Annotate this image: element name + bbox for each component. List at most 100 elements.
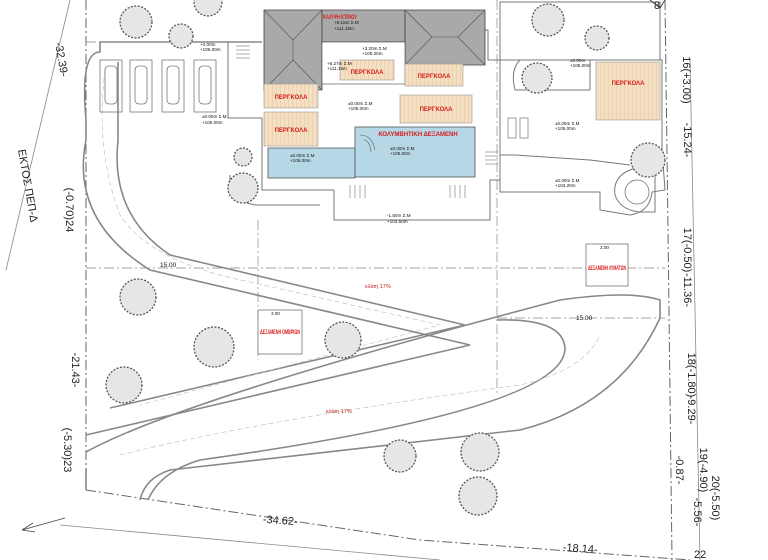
building-roof-right xyxy=(404,9,486,66)
svg-text:+6.27m Σ.Μ: +6.27m Σ.Μ xyxy=(327,61,352,66)
pergola-label-2: ΠΕΡΓΚΟΛΑ xyxy=(351,70,385,76)
sewage-tank-size: 3.00 xyxy=(600,245,609,250)
tree-icon xyxy=(119,5,153,39)
north-arrow-icon xyxy=(649,0,666,9)
level-annotations: +8.15m Σ.Μ +111.15m +2.00m +105.00m +3.2… xyxy=(200,20,591,224)
parking-space xyxy=(129,59,153,113)
svg-text:+2.00m: +2.00m xyxy=(200,42,216,47)
tree-icon xyxy=(521,62,553,94)
svg-text:±0.00m Σ.Μ: ±0.00m Σ.Μ xyxy=(348,101,373,106)
right-terrace-outline xyxy=(499,59,666,216)
pergola-label-1: ΠΕΡΓΚΟΛΑ xyxy=(275,95,309,101)
plot-boundary-right xyxy=(664,0,673,560)
lounger xyxy=(519,117,529,139)
pool-steps xyxy=(359,134,376,153)
dim-bottom-1: -34.62- xyxy=(262,514,298,528)
svg-text:±0.00m: ±0.00m xyxy=(570,58,585,63)
dim-right-3: 17(-0.50) xyxy=(681,228,693,273)
parking-space xyxy=(99,59,123,113)
car-icon xyxy=(104,65,118,105)
svg-text:+111.15m: +111.15m xyxy=(327,66,347,71)
road-slope-1: κλίση 17% xyxy=(365,284,391,290)
svg-text:+105.00m: +105.00m xyxy=(200,47,221,52)
svg-text:+105.00m: +105.00m xyxy=(348,106,369,111)
tree-icon xyxy=(383,439,417,473)
pergola-4 xyxy=(263,111,319,147)
tree-icon xyxy=(193,326,235,368)
driveway-outer xyxy=(82,41,471,436)
tree-icon xyxy=(584,25,610,51)
parking-area xyxy=(99,59,217,113)
svg-text:+8.15m Σ.Μ: +8.15m Σ.Μ xyxy=(334,20,359,25)
pergola-6 xyxy=(595,61,661,121)
road-slope-2: κλίση 17% xyxy=(326,409,352,415)
driveway-lower xyxy=(85,319,566,501)
svg-text:+105.00m: +105.00m xyxy=(290,158,311,163)
dim-right-10: -5.56- xyxy=(691,498,703,527)
car-icon xyxy=(134,65,148,105)
sewage-tank-label: ΔΕΞΑΜΕΝΗ ΛΥΜΑΤΩΝ xyxy=(588,266,626,272)
rain-tank xyxy=(257,309,303,355)
dim-right-5: 18(-1.80) xyxy=(685,353,697,398)
svg-text:+105.20m: +105.20m xyxy=(362,51,383,56)
top-right-yard xyxy=(499,1,661,61)
roof-ridge xyxy=(404,36,433,66)
dim-left-3: -21.43- xyxy=(69,353,81,388)
pool-label: ΚΟΛΥΜΒΗΤΙΚΗ ΔΕΞΑΜΕΝΗ xyxy=(378,132,457,138)
tree-icon xyxy=(324,321,362,359)
driveway-lower-outer xyxy=(85,294,661,501)
driveway-center-line-2 xyxy=(119,334,601,456)
parking-space xyxy=(193,59,217,113)
dim-left-1: -32.39- xyxy=(52,41,70,78)
svg-text:+105.00m: +105.00m xyxy=(555,126,576,131)
dim-right-7: -0.87- xyxy=(673,456,685,485)
dim-left-2: (-0.70)24 xyxy=(63,188,75,233)
tree-icon xyxy=(168,23,194,49)
svg-text:±0.00m Σ.Μ: ±0.00m Σ.Μ xyxy=(290,153,315,158)
tree-icon xyxy=(119,278,157,316)
tree-icon xyxy=(193,0,223,17)
pergola-label-6: ΠΕΡΓΚΟΛΑ xyxy=(612,81,646,87)
pergola-3 xyxy=(404,63,464,87)
car-icon xyxy=(198,65,212,105)
driveway-inner xyxy=(109,62,466,409)
roof-ridge xyxy=(404,9,433,38)
pergola-label-4: ΠΕΡΓΚΟΛΑ xyxy=(275,128,309,134)
roof-ridge xyxy=(292,9,323,41)
dim-bottom-2: -18.14- xyxy=(562,542,598,556)
svg-text:+105.00m: +105.00m xyxy=(390,151,411,156)
outer-boundary-bottom xyxy=(59,524,441,560)
driveway-center-line xyxy=(101,69,441,406)
tree-icon xyxy=(458,476,498,516)
dim-right-2: -15.24- xyxy=(681,123,693,158)
svg-text:+105.00m: +105.00m xyxy=(570,63,591,68)
tree-icon xyxy=(227,172,259,204)
dim-right-6: -9.29- xyxy=(685,396,697,425)
rain-tank-label: ΔΕΞΑΜΕΝΗ ΟΜΒΡΙΩΝ xyxy=(260,330,300,336)
svg-text:±0.00m Σ.Μ: ±0.00m Σ.Μ xyxy=(555,121,580,126)
pergola-label-3: ΠΕΡΓΚΟΛΑ xyxy=(418,74,452,80)
roof-ridge xyxy=(457,9,486,38)
outer-boundary-right xyxy=(689,59,701,560)
sewage-tank xyxy=(585,243,629,287)
roof-ridge xyxy=(263,9,294,41)
svg-text:±0.00m Σ.Μ: ±0.00m Σ.Μ xyxy=(202,114,227,119)
pool-left xyxy=(267,147,356,179)
dim-right-1: 16(+3.00) xyxy=(680,56,692,103)
car-icon xyxy=(166,65,180,105)
pergola-label-5: ΠΕΡΓΚΟΛΑ xyxy=(420,107,454,113)
boundary-label: ΕΚΤΟΣ ΠΕΠ-Δ xyxy=(15,148,40,223)
svg-text:+105.00m: +105.00m xyxy=(202,120,223,125)
dim-right-4: -11.36- xyxy=(681,273,693,307)
svg-text:±0.00m Σ.Μ: ±0.00m Σ.Μ xyxy=(555,178,580,183)
pergola-5 xyxy=(399,94,473,124)
svg-text:+3.20m Σ.Μ: +3.20m Σ.Μ xyxy=(362,46,387,51)
plot-boundary-bottom xyxy=(85,489,691,560)
dim-right-9: 20(-5.50) xyxy=(709,476,721,521)
pergola-1 xyxy=(263,83,319,109)
tree-icon xyxy=(105,366,143,404)
svg-text:+104.20m: +104.20m xyxy=(555,183,576,188)
terrace-outline xyxy=(227,29,501,221)
road-width-1: 15.00 xyxy=(160,262,177,269)
